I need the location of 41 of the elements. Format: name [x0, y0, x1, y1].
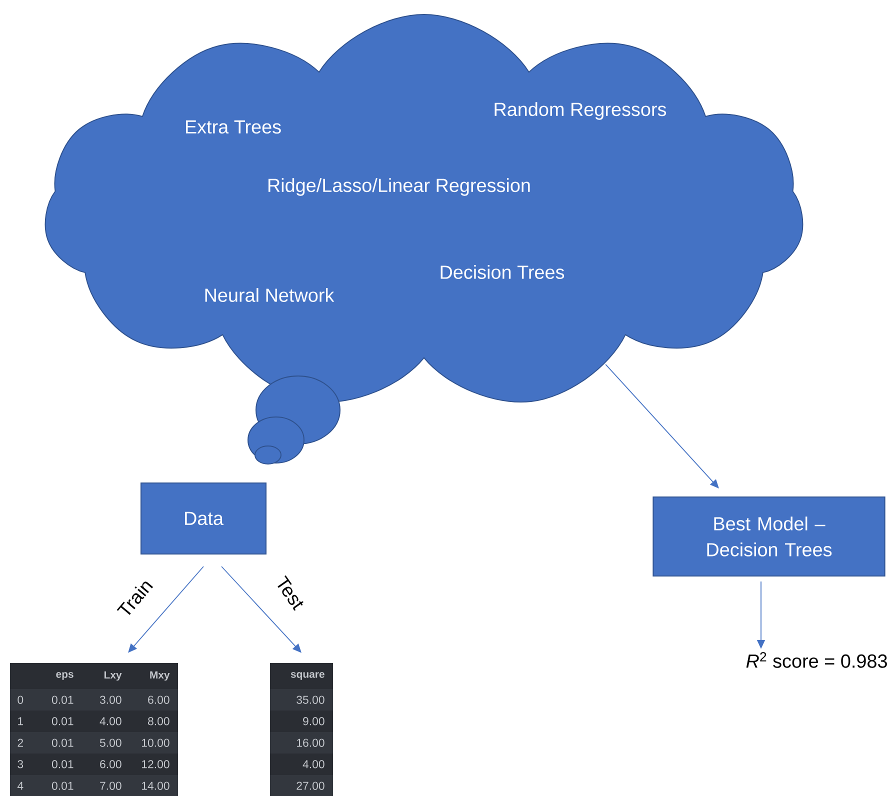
row-index: 3 [18, 760, 24, 768]
table-cell: 4.00 [100, 717, 122, 726]
row-index: 2 [18, 738, 23, 747]
table-cell: 0.01 [52, 717, 74, 726]
table-cell: 0.01 [52, 696, 74, 704]
cloud-text: Neural Network [205, 288, 334, 302]
table-cell: 4.00 [302, 760, 324, 768]
column-header: eps [56, 672, 74, 680]
arrow [605, 364, 719, 488]
column-header: square [290, 672, 324, 680]
cloud-text: Extra Trees [186, 120, 281, 134]
process-box: Best Model – Decision Trees [652, 496, 886, 576]
table-cell: 6.00 [100, 760, 122, 768]
cloud-text: Decision Trees [440, 265, 564, 279]
table-cell: 7.00 [100, 782, 122, 790]
table-cell: 3.00 [100, 696, 122, 704]
table-cell: 0.01 [52, 760, 74, 768]
row-index: 4 [17, 782, 24, 790]
table-cell: 14.00 [142, 782, 170, 790]
table-cell: 8.00 [148, 717, 170, 726]
table-cell: 10.00 [142, 738, 170, 747]
cloud-text: Ridge/Lasso/Linear Regression [268, 178, 530, 196]
data-table [270, 663, 333, 796]
column-header: Mxy [150, 671, 170, 681]
score-text: R$^{2}$ score = 0.983 [746, 652, 887, 668]
table-cell: 0.01 [52, 782, 74, 790]
cloud-text: Random Regressors [494, 102, 666, 120]
table-cell: 35.00 [296, 696, 324, 704]
thought-cloud [44, 14, 804, 403]
process-box: Data [140, 482, 266, 554]
row-index: 0 [18, 696, 24, 704]
row-index: 1 [18, 717, 24, 726]
table-cell: 12.00 [142, 760, 170, 768]
table-cell: 16.00 [297, 738, 324, 747]
table-cell: 27.00 [296, 782, 324, 790]
column-header: Lxy [104, 671, 122, 681]
table-cell: 9.00 [303, 717, 324, 726]
table-cell: 5.00 [100, 738, 122, 747]
data-table [10, 663, 178, 796]
table-cell: 0.01 [52, 738, 74, 747]
table-cell: 6.00 [148, 696, 170, 704]
